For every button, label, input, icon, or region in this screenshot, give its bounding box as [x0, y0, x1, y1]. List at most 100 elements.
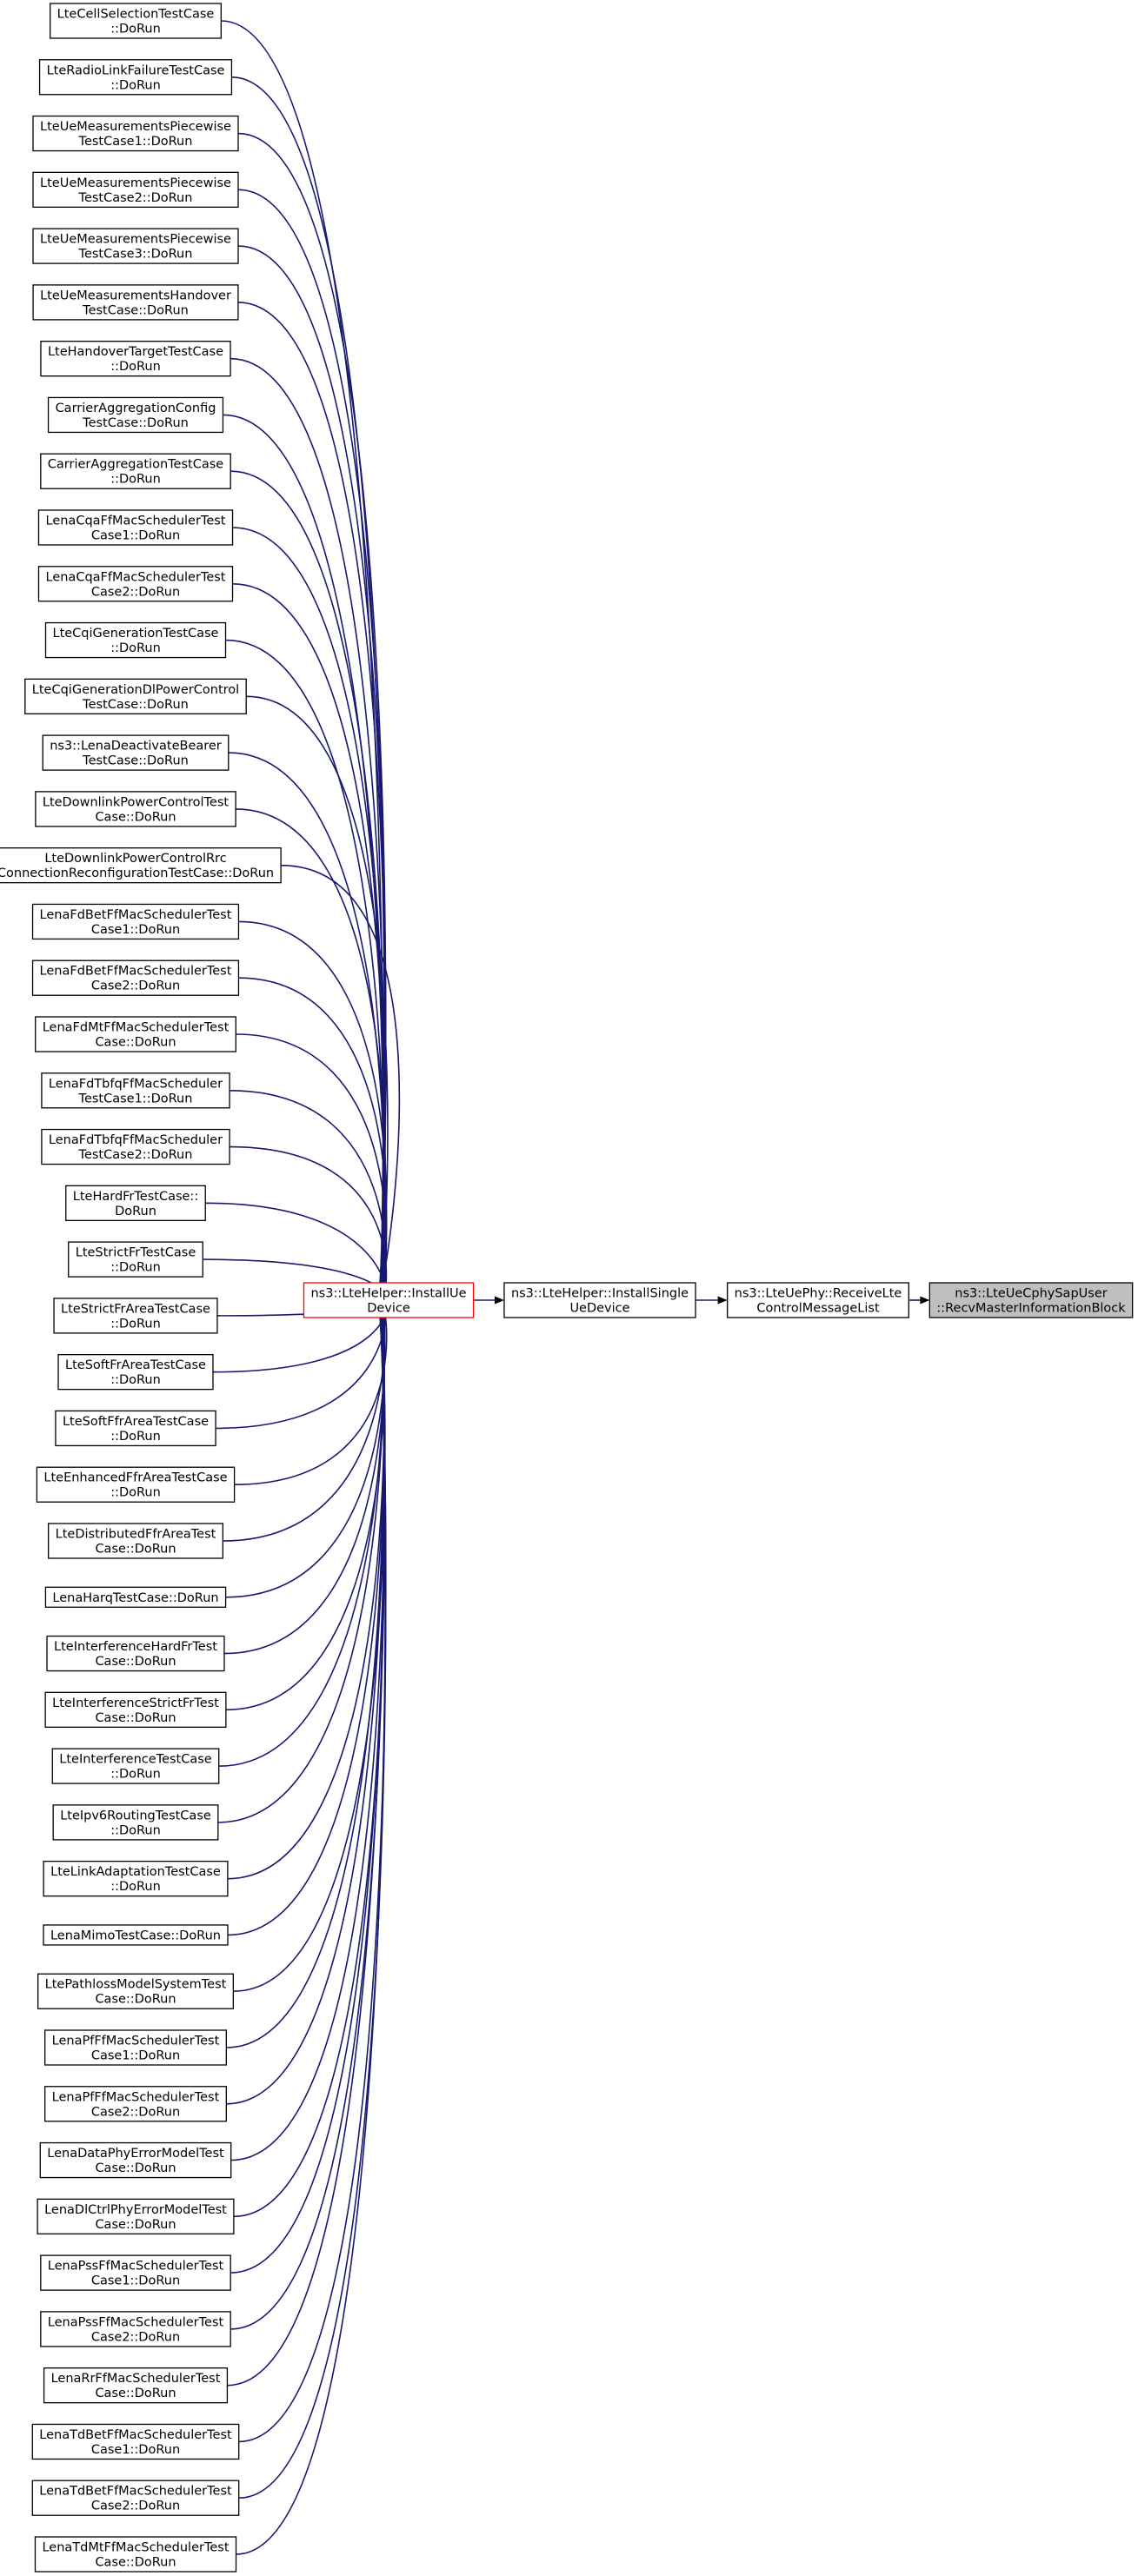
caller-node-label-line: LteDownlinkPowerControlTest: [43, 795, 230, 809]
function-node-receive-control-message-list[interactable]: ns3::LteUePhy::ReceiveLteControlMessageL…: [727, 1282, 909, 1318]
caller-node-box: [34, 2536, 237, 2573]
caller-node-label-line: LenaFdBetFfMacSchedulerTest: [40, 965, 232, 979]
caller-node-label-line: ::DoRun: [110, 473, 161, 487]
caller-node[interactable]: LteCqiGenerationTestCase::DoRun: [44, 621, 227, 659]
caller-node[interactable]: LteHandoverTargetTestCase::DoRun: [40, 341, 231, 377]
caller-node-label-line: LteInterferenceHardFrTest: [54, 1640, 217, 1654]
caller-node[interactable]: LteCellSelectionTestCase::DoRun: [50, 3, 222, 39]
caller-node-box: [38, 59, 233, 96]
function-node-recv-master-information-block-label-line: ::RecvMasterInformationBlock: [936, 1302, 1126, 1316]
call-edge: [225, 1311, 386, 1598]
caller-node[interactable]: LteSoftFrAreaTestCase::DoRun: [57, 1354, 214, 1391]
caller-node-box: [65, 1185, 206, 1221]
call-edge-line: [227, 1315, 385, 2387]
caller-node-label-line: DoRun: [115, 1205, 156, 1218]
caller-node[interactable]: LteHardFrTestCase::DoRun: [65, 1185, 206, 1221]
caller-node-label-line: LenaFdTbfqFfMacScheduler: [49, 1077, 223, 1091]
caller-node-label-line: LenaDlCtrlPhyErrorModelTest: [44, 2203, 227, 2217]
caller-node-label-line: ::DoRun: [110, 641, 161, 655]
caller-node-label-line: Case2::DoRun: [91, 2500, 180, 2513]
caller-node-label-line: Case1::DoRun: [91, 2049, 180, 2063]
caller-node[interactable]: CarrierAggregationTestCase::DoRun: [40, 453, 231, 489]
caller-node[interactable]: LteStrictFrAreaTestCase::DoRun: [53, 1298, 218, 1334]
caller-node[interactable]: LteStrictFrTestCase::DoRun: [68, 1241, 203, 1278]
caller-node[interactable]: LteCqiGenerationDlPowerControlTestCase::…: [24, 678, 247, 714]
caller-node-label-line: LteUeMeasurementsPiecewise: [40, 176, 231, 190]
caller-node-label-line: LteCqiGenerationTestCase: [53, 627, 219, 641]
caller-node-box: [40, 341, 231, 377]
caller-node[interactable]: LteDownlinkPowerControlRrcConnectionReco…: [0, 847, 282, 884]
caller-node-label-line: CarrierAggregationTestCase: [48, 458, 223, 472]
call-edge: [281, 864, 401, 1289]
caller-node-box: [44, 2029, 227, 2066]
caller-node-box: [37, 566, 234, 602]
caller-node-box: [43, 2367, 229, 2404]
caller-node[interactable]: LteUeMeasurementsPiecewiseTestCase2::DoR…: [32, 171, 239, 208]
call-edge-line: [236, 1033, 388, 1291]
caller-node-label-line: LenaPssFfMacSchedulerTest: [48, 2260, 224, 2274]
caller-node[interactable]: LteUeMeasurementsPiecewiseTestCase1::DoR…: [32, 115, 239, 152]
caller-node-label-line: LenaTdBetFfMacSchedulerTest: [39, 2428, 232, 2442]
caller-node-label-line: Case1::DoRun: [91, 2443, 180, 2457]
call-edge: [232, 527, 386, 1287]
call-edge-line: [281, 864, 401, 1289]
caller-node-label-line: Case::DoRun: [95, 1711, 176, 1725]
caller-node[interactable]: LenaHarqTestCase::DoRun: [44, 1586, 227, 1608]
caller-node[interactable]: LteEnhancedFfrAreaTestCase::DoRun: [36, 1466, 236, 1503]
function-node-recv-master-information-block[interactable]: ns3::LteUeCphySapUser::RecvMasterInforma…: [928, 1282, 1134, 1318]
caller-node-label-line: Case::DoRun: [95, 1993, 176, 2007]
function-node-install-ue-device-label-line: ns3::LteHelper::InstallUe: [310, 1287, 466, 1301]
caller-node[interactable]: LteSoftFfrAreaTestCase::DoRun: [55, 1410, 216, 1447]
caller-node-label-line: Case::DoRun: [95, 1655, 176, 1669]
caller-node[interactable]: LteLinkAdaptationTestCase::DoRun: [43, 1861, 229, 1897]
caller-node-label-line: LteStrictFrTestCase: [76, 1246, 196, 1260]
caller-node-label-line: LteInterferenceTestCase: [59, 1753, 212, 1767]
caller-node-box: [32, 115, 239, 152]
caller-node-box: [32, 284, 239, 321]
function-node-recv-master-information-block-label-line: ns3::LteUeCphySapUser: [955, 1287, 1107, 1301]
call-edge-line: [205, 1202, 388, 1294]
caller-node[interactable]: LteInterferenceTestCase::DoRun: [51, 1748, 220, 1784]
caller-node-box: [44, 1586, 227, 1608]
call-edges: [203, 20, 930, 2555]
caller-node-label-line: LteEnhancedFfrAreaTestCase: [43, 1471, 227, 1485]
caller-node-label-line: CarrierAggregationConfig: [56, 402, 216, 415]
call-edge-line: [228, 1312, 385, 1936]
caller-node-box: [39, 2141, 232, 2179]
caller-node[interactable]: LenaMimoTestCase::DoRun: [43, 1924, 229, 1946]
call-edge-line: [230, 1314, 386, 2161]
call-edge: [236, 1033, 388, 1291]
caller-node-box: [31, 2423, 240, 2460]
caller-node[interactable]: LteIpv6RoutingTestCase::DoRun: [52, 1804, 219, 1841]
caller-node[interactable]: LteRadioLinkFailureTestCase::DoRun: [38, 59, 233, 96]
caller-node[interactable]: LteUeMeasurementsPiecewiseTestCase3::DoR…: [32, 228, 239, 264]
caller-node-box: [48, 1523, 223, 1559]
